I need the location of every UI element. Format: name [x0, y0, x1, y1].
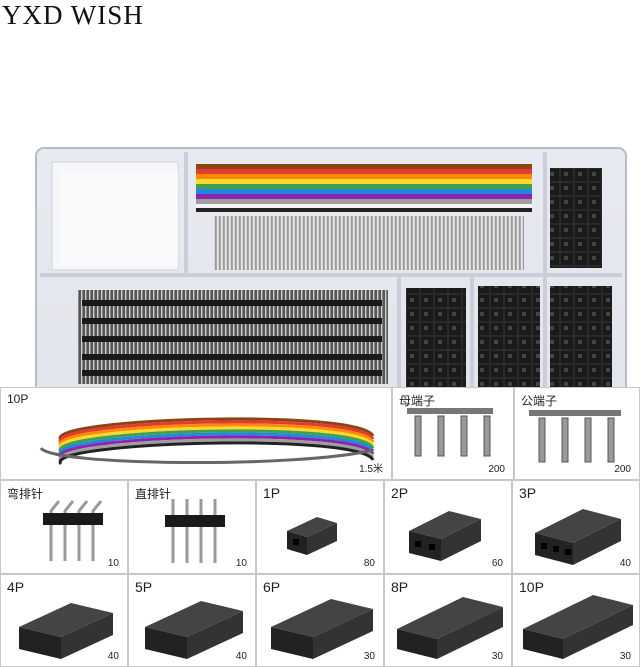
- housing-6p-label: 6P: [263, 579, 281, 595]
- housing-6p-qty: 30: [363, 651, 375, 662]
- housing-8p-image: [397, 597, 503, 659]
- female-terminal-tile: 母端子 200: [392, 387, 514, 480]
- female-terminal-qty: 200: [488, 464, 505, 475]
- bent-header-image: [43, 500, 103, 561]
- housing-10p-qty: 30: [619, 651, 631, 662]
- brand-watermark: YXD WISH: [2, 0, 144, 30]
- male-terminal-qty: 200: [614, 464, 631, 475]
- female-terminal-image: [407, 408, 493, 457]
- housing-4p-image: [19, 603, 113, 659]
- ribbon-label: 10P: [7, 392, 29, 406]
- ribbon-cable-image: [39, 417, 375, 465]
- housing-2p-image: [409, 511, 481, 561]
- housing-5p-qty: 40: [235, 651, 247, 662]
- housing-1p-tile: 1P 80: [256, 480, 384, 574]
- housing-3p-image: [535, 509, 621, 565]
- housing-2p-label: 2P: [391, 485, 409, 501]
- housing-3p-label: 3P: [519, 485, 537, 501]
- housing-3p-tile: 3P 40: [512, 480, 640, 574]
- housing-8p-qty: 30: [491, 651, 503, 662]
- housing-1p-image: [287, 517, 337, 555]
- housing-5p-image: [145, 601, 243, 659]
- housing-1p-qty: 80: [363, 558, 375, 569]
- female-terminal-label: 母端子: [399, 394, 436, 408]
- housing-10p-image: [523, 595, 633, 659]
- bent-header-tile: 弯排针 10: [0, 480, 128, 574]
- housing-6p-tile: 6P 30: [256, 574, 384, 667]
- ribbon-qty: 1.5米: [359, 464, 383, 475]
- housing-5p-tile: 5P 40: [128, 574, 256, 667]
- straight-header-image: [165, 499, 225, 563]
- straight-header-tile: 直排针 10: [128, 480, 256, 574]
- housing-8p-tile: 8P 30: [384, 574, 512, 667]
- male-terminal-image: [529, 410, 621, 463]
- housing-5p-label: 5P: [135, 579, 153, 595]
- straight-header-qty: 10: [235, 558, 247, 569]
- straight-header-label: 直排针: [135, 487, 172, 501]
- housing-4p-label: 4P: [7, 579, 25, 595]
- housing-4p-qty: 40: [107, 651, 119, 662]
- housing-2p-qty: 60: [491, 558, 503, 569]
- housing-3p-qty: 40: [619, 558, 631, 569]
- housing-8p-label: 8P: [391, 579, 409, 595]
- bent-header-qty: 10: [107, 558, 119, 569]
- male-terminal-label: 公端子: [521, 394, 558, 408]
- ribbon-cable-tile: 10P 1.5米: [0, 387, 392, 480]
- male-terminal-tile: 公端子 200: [514, 387, 640, 480]
- housing-4p-tile: 4P 40: [0, 574, 128, 667]
- housing-1p-label: 1P: [263, 485, 281, 501]
- bent-header-label: 弯排针: [7, 487, 44, 501]
- housing-10p-label: 10P: [519, 579, 544, 595]
- housing-10p-tile: 10P 30: [512, 574, 640, 667]
- housing-2p-tile: 2P 60: [384, 480, 512, 574]
- housing-6p-image: [271, 599, 373, 659]
- parts-catalog: 10P 1.5米 母端子 200: [0, 387, 640, 667]
